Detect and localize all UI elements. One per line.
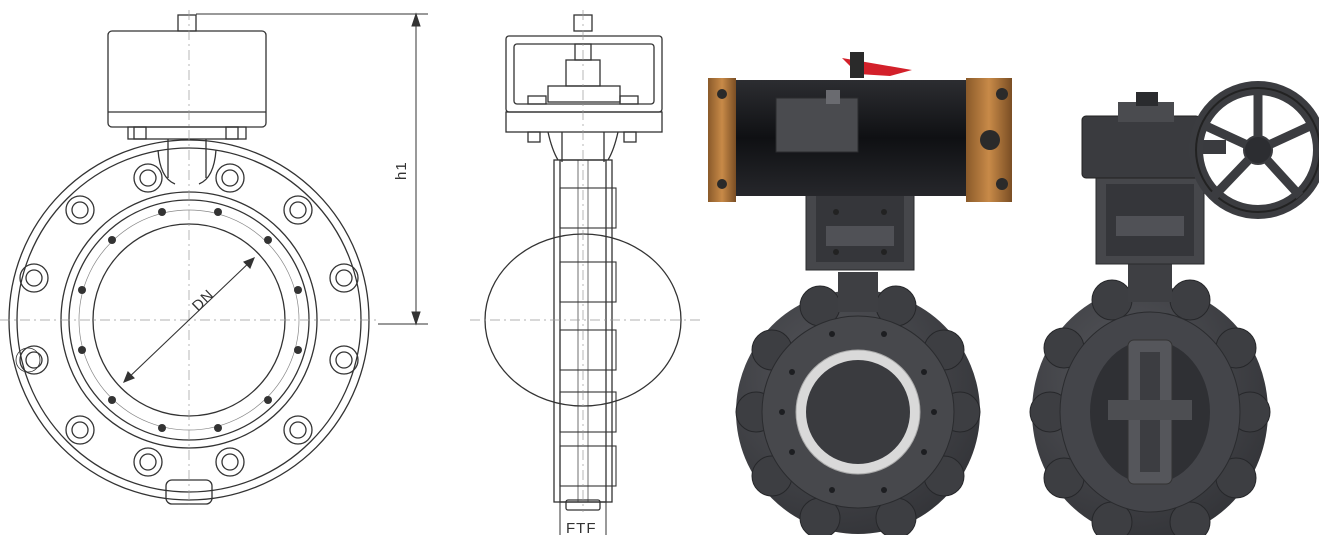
ftf-label: FTF xyxy=(566,520,597,535)
valve-render-pneumatic xyxy=(708,52,1012,535)
pneumatic-actuator xyxy=(716,80,1006,196)
seat-retainer-bolts xyxy=(78,208,302,432)
handwheel-icon xyxy=(1189,81,1319,219)
valve-render-gear xyxy=(1029,81,1319,535)
dimension-dn xyxy=(123,257,255,383)
lug-holes xyxy=(19,163,359,477)
gearbox-render xyxy=(1081,115,1201,179)
dimension-ftf xyxy=(559,500,607,535)
h1-label: h1 xyxy=(393,161,410,180)
dimension-h1 xyxy=(196,12,428,326)
dn-label: DN xyxy=(189,286,218,315)
centerlines xyxy=(0,10,380,505)
stem-top xyxy=(177,14,197,32)
solenoid-block xyxy=(775,97,859,153)
